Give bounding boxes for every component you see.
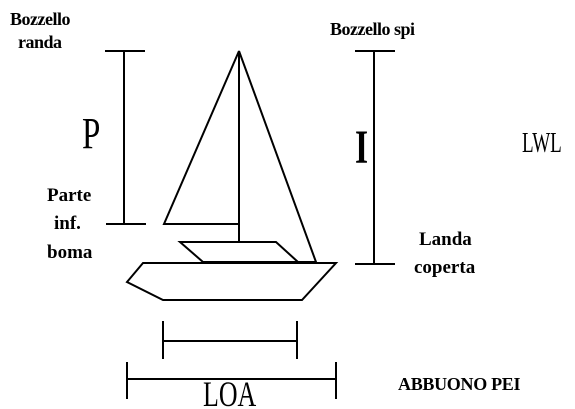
label-i: I xyxy=(355,120,368,173)
loa-dimension xyxy=(126,362,337,399)
jib xyxy=(238,50,318,263)
sailboat xyxy=(125,50,339,301)
label-parte-line1: Parte xyxy=(47,185,91,206)
label-p: P xyxy=(82,110,100,159)
label-landa-line1: Landa xyxy=(419,229,472,250)
label-landa-line2: coperta xyxy=(414,257,476,278)
lwl-dimension xyxy=(162,321,298,359)
label-bozzello-randa-line1: Bozzello xyxy=(10,9,70,29)
cabin xyxy=(177,241,301,263)
label-lwl: LWL xyxy=(522,129,562,159)
mainsail xyxy=(162,50,240,225)
label-parte-line3: boma xyxy=(47,242,93,263)
p-dimension xyxy=(105,50,146,225)
label-bozzello-randa-line2: randa xyxy=(18,32,62,52)
label-bozzello-spi: Bozzello spi xyxy=(330,19,415,39)
hull xyxy=(125,262,339,301)
i-dimension xyxy=(355,50,395,265)
label-parte-line2: inf. xyxy=(54,213,81,234)
label-abbuono: ABBUONO PEI xyxy=(398,374,521,394)
label-loa: LOA xyxy=(203,374,257,409)
